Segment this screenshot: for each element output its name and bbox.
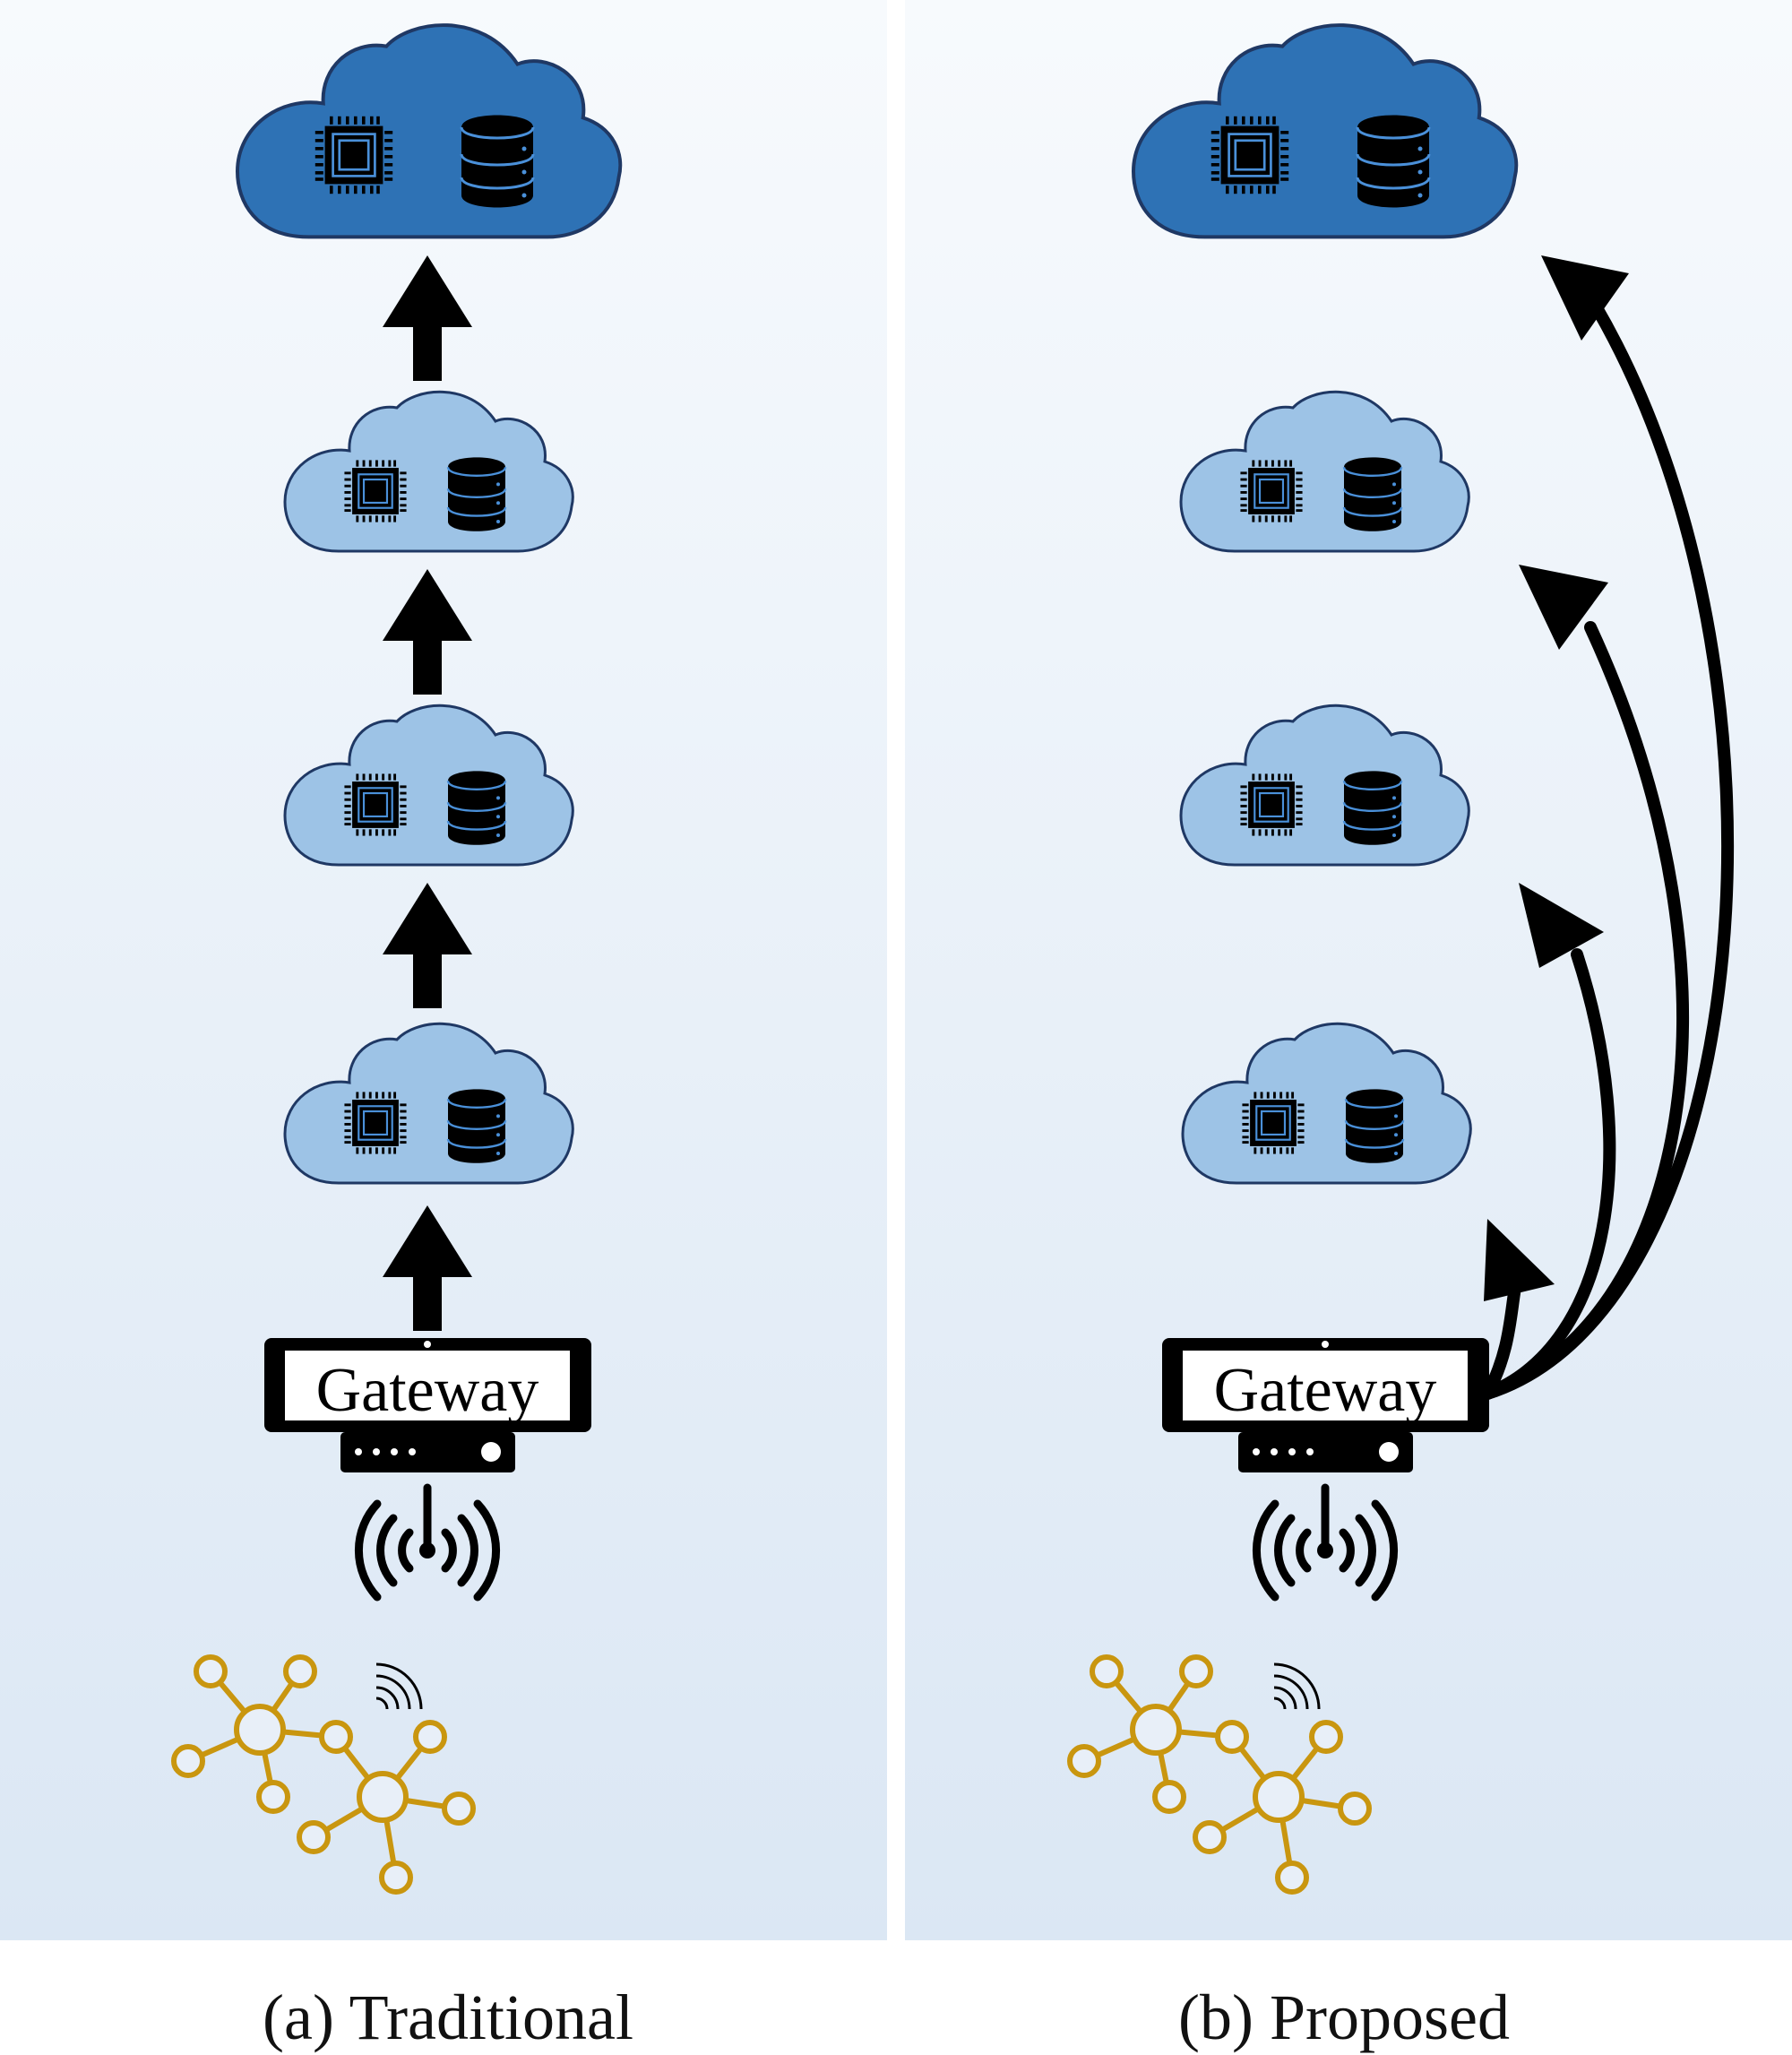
- cpu-chip-icon: [343, 773, 408, 837]
- cpu-chip-icon: [343, 459, 408, 523]
- database-icon: [446, 456, 507, 532]
- database-icon: [1342, 456, 1403, 532]
- cpu-chip-icon: [1239, 459, 1304, 523]
- database-icon: [1356, 114, 1431, 209]
- gateway-router-icon: [1238, 1432, 1413, 1472]
- database-icon: [1342, 770, 1403, 846]
- gateway-label: Gateway: [316, 1356, 539, 1425]
- database-icon: [460, 114, 535, 209]
- cpu-chip-icon: [1239, 773, 1304, 837]
- panel-a-traditional: Gateway: [174, 23, 623, 1892]
- database-icon: [446, 770, 507, 846]
- arrowheads: [1484, 255, 1629, 1301]
- caption-proposed: (b) Proposed: [1178, 1982, 1510, 2053]
- cpu-chip-icon: [1210, 115, 1290, 195]
- gateway-router-icon: [340, 1432, 515, 1472]
- panel-b-background: [905, 0, 1792, 1940]
- arrow-to-central-cloud: [1481, 298, 1735, 1400]
- database-icon: [1344, 1088, 1405, 1165]
- cpu-chip-icon: [343, 1091, 408, 1155]
- cpu-chip-icon: [314, 115, 394, 195]
- gateway-label: Gateway: [1214, 1356, 1437, 1425]
- panel-b-proposed: Gateway: [1070, 23, 1735, 1892]
- gateway-device: Gateway: [1162, 1338, 1489, 1472]
- gateway-device: Gateway: [264, 1338, 591, 1472]
- caption-traditional: (a) Traditional: [263, 1982, 633, 2053]
- cpu-chip-icon: [1241, 1091, 1305, 1155]
- database-icon: [446, 1088, 507, 1165]
